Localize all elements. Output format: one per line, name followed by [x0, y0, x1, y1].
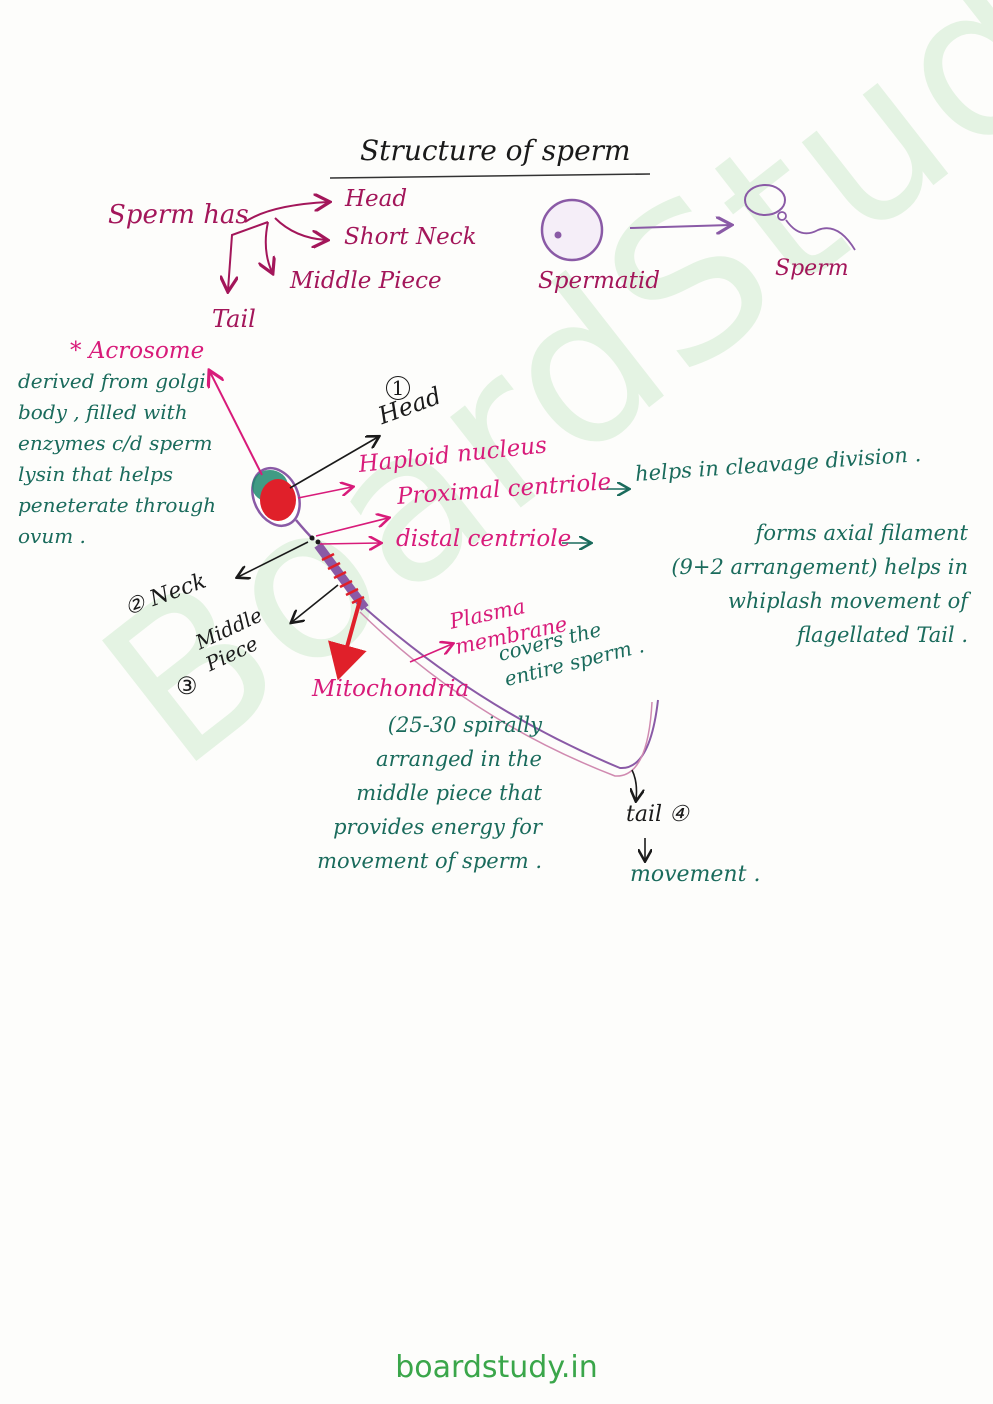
- title-underline: [329, 173, 651, 179]
- branch-tail: [228, 221, 269, 290]
- neck-arrow: [238, 541, 309, 577]
- part-head: Head: [345, 186, 408, 212]
- mitochondria-label: Mitochondria: [312, 676, 470, 702]
- tail-note: movement .: [630, 862, 761, 887]
- nucleus-arrow: [297, 487, 352, 499]
- plasma-arrow: [409, 644, 452, 663]
- mitochondria-coils: [321, 552, 365, 605]
- part-tail: Tail: [212, 305, 256, 333]
- distal-arrow: [319, 543, 380, 544]
- sperm-tail-outer: [364, 607, 659, 770]
- branch-neck: [274, 217, 326, 240]
- distal-note: forms axial filament (9+2 arrangement) h…: [671, 521, 968, 647]
- middle-piece-number: ③: [176, 672, 198, 700]
- sperm-tail-inner: [359, 611, 653, 777]
- tail-arrow: [632, 769, 637, 800]
- middle-arrow: [292, 584, 339, 622]
- sperm-label: Sperm: [775, 256, 849, 281]
- middle-piece: [314, 542, 369, 611]
- proximal-arrow: [315, 518, 388, 537]
- sperm-has-label: Sperm has: [108, 200, 249, 230]
- tail-label: tail ④: [626, 802, 689, 827]
- spermatid-cell: [540, 198, 604, 262]
- acrosome-title: * Acrosome: [70, 338, 205, 364]
- acrosome-description: derived from golgi body , filled with en…: [18, 369, 217, 548]
- page-title: Structure of sperm: [360, 134, 631, 167]
- part-middle-piece: Middle Piece: [290, 268, 442, 294]
- part-short-neck: Short Neck: [344, 224, 477, 250]
- head-arrow: [289, 437, 378, 489]
- mitochondria-note: (25-30 spirally arranged in the middle p…: [317, 713, 542, 873]
- mitochondria-arrow: [328, 599, 367, 681]
- development-arrow: [629, 225, 730, 228]
- spermatid-label: Spermatid: [538, 268, 660, 294]
- footer-website: boardstudy.in: [395, 1350, 598, 1385]
- branch-head: [244, 202, 328, 223]
- small-sperm-head: [744, 184, 786, 216]
- head-number: 1: [386, 376, 410, 400]
- nucleus: [260, 479, 296, 521]
- small-sperm-tail: [785, 219, 856, 251]
- acrosome-arrow: [210, 372, 263, 476]
- branch-middle: [266, 221, 272, 272]
- distal-centriole-label: distal centriole: [396, 526, 572, 552]
- spermatid-nucleus: [554, 231, 562, 239]
